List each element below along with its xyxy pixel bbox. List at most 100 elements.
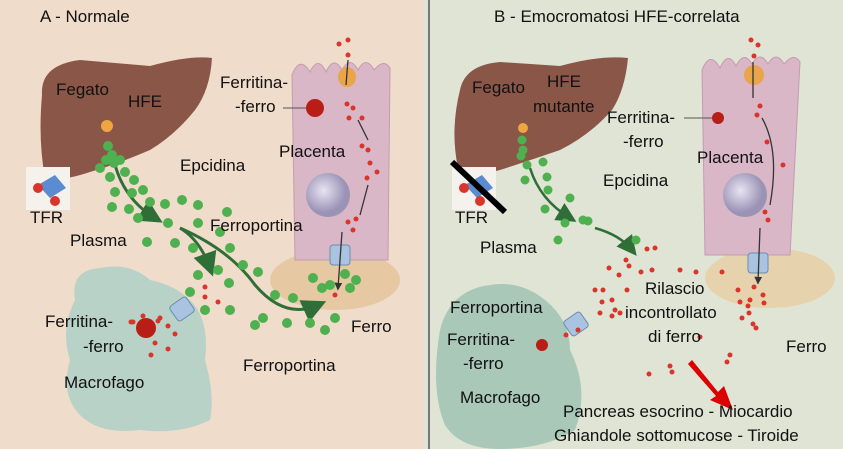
iron-dot [616, 272, 622, 278]
iron-dot [563, 332, 569, 338]
iron-dot [152, 340, 158, 346]
hepcidin-dot [543, 185, 553, 195]
ferroportin-placenta-label: Ferroportina [210, 216, 303, 235]
hepcidin-dot [345, 283, 355, 293]
hepcidin-dot [238, 260, 248, 270]
liver-label: Fegato [472, 78, 525, 97]
ferritin-ball-icon [712, 112, 724, 124]
iron-dot [165, 323, 171, 329]
iron-dot [172, 331, 178, 337]
hepcidin-dot [103, 141, 113, 151]
hepcidin-label: Epcidina [603, 171, 669, 190]
macrophage-ferritin-icon [536, 339, 548, 351]
macrophage-cell [436, 284, 582, 449]
hepcidin-dot [107, 202, 117, 212]
red-arrow-icon [688, 360, 733, 410]
iron-dot [617, 310, 623, 316]
release-label-2: incontrollato [625, 303, 717, 322]
hepcidin-dot [177, 195, 187, 205]
iron-dot [762, 209, 768, 215]
hepcidin-dot [270, 290, 280, 300]
iron-dot [754, 112, 760, 118]
placenta-nucleus [306, 173, 350, 217]
hepcidin-dot [288, 293, 298, 303]
iron-dot [626, 263, 632, 269]
hepcidin-dot [325, 280, 335, 290]
iron-dot [202, 294, 208, 300]
iron-dot [597, 310, 603, 316]
iron-dot [693, 269, 699, 275]
hepcidin-dot [565, 193, 575, 203]
hepcidin-dot [193, 200, 203, 210]
hepcidin-label: Epcidina [180, 156, 246, 175]
hepcidin-dot [185, 287, 195, 297]
iron-dot [359, 115, 365, 121]
hepcidin-dot [516, 151, 526, 161]
hepcidin-dot [522, 160, 532, 170]
hepcidin-dot [222, 207, 232, 217]
iron-dot [600, 287, 606, 293]
hepcidin-dot [308, 273, 318, 283]
hepcidin-dot [305, 318, 315, 328]
placenta-label: Placenta [279, 142, 346, 161]
hepcidin-dot [160, 199, 170, 209]
iron-dot [350, 227, 356, 233]
hepcidin-arrow [528, 167, 577, 222]
iron-dot [364, 175, 370, 181]
iron-dot [751, 284, 757, 290]
tfr-label: TFR [455, 208, 489, 227]
tfr-icon [38, 175, 66, 198]
hfe-mutant-label: mutante [533, 97, 595, 116]
iron-dot [761, 300, 767, 306]
hepcidin-dot [193, 218, 203, 228]
iron-dot [374, 169, 380, 175]
hepcidin-dot [517, 135, 527, 145]
iron-dot [735, 287, 741, 293]
iron-dot [724, 359, 730, 365]
hfe-icon [101, 120, 113, 132]
hepcidin-dot [253, 267, 263, 277]
panel-b-illustration [436, 37, 835, 449]
placenta-ferritin-label-2: -ferro [623, 132, 664, 151]
iron-dot [638, 269, 644, 275]
hepcidin-dot [282, 318, 292, 328]
iron-dot [350, 105, 356, 111]
iron-dot [148, 352, 154, 358]
iron-dot [719, 269, 725, 275]
hepcidin-dot [225, 305, 235, 315]
hepcidin-dot [538, 157, 548, 167]
ferritin-ball-icon [306, 99, 324, 117]
arrow-to-iron [179, 226, 327, 323]
macrophage-label: Macrofago [64, 373, 145, 392]
iron-label: Ferro [786, 337, 827, 356]
hepcidin-dot [101, 155, 111, 165]
iron-dot [353, 216, 359, 222]
iron-dot [332, 292, 338, 298]
iron-transport-arrows [753, 62, 775, 282]
iron-dot [745, 303, 751, 309]
iron-dot [697, 334, 703, 340]
hepcidin-dot [188, 243, 198, 253]
macrophage-ferritin-icon [136, 318, 156, 338]
iron-dot [140, 313, 146, 319]
macrophage-ferroportin-icon [563, 311, 589, 337]
iron-dot [345, 37, 351, 43]
iron-dot [646, 371, 652, 377]
release-label-3: di ferro [648, 327, 701, 346]
panel-a-illustration [26, 37, 400, 432]
iron-dot [130, 319, 136, 325]
iron-dot [644, 246, 650, 252]
hepcidin-dot [193, 270, 203, 280]
hepcidin-dot [105, 172, 115, 182]
hfe-label: HFE [128, 92, 162, 111]
plasma-label: Plasma [70, 231, 127, 250]
ferroportin-label: Ferroportina [450, 298, 543, 317]
iron-dot [609, 297, 615, 303]
basal-membrane-area [705, 248, 835, 308]
iron-dot [739, 315, 745, 321]
macrophage-ferroportin-icon [169, 296, 195, 322]
hepcidin-dot [124, 204, 134, 214]
hepcidin-dot [542, 172, 552, 182]
panel-a-title: A - Normale [40, 7, 130, 26]
